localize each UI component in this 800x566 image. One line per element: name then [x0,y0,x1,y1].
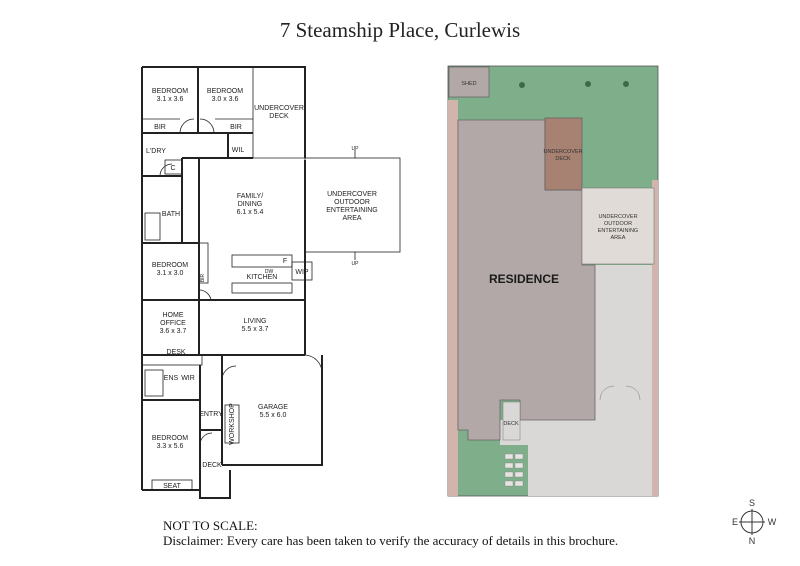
room-desk: DESK [166,349,185,356]
room-deck: DECK [202,462,222,469]
site-entertaining [581,187,655,265]
room-seat: SEAT [163,483,181,490]
stair-up-label-1: UP [352,146,360,152]
room-wip: WIP [295,269,309,276]
room-bedroom-1: BEDROOM [152,88,188,95]
room-garage: GARAGE [258,404,288,411]
site-shed-label: SHED [461,81,476,87]
room-living: LIVING [244,318,267,325]
site-shed [448,66,490,98]
room-bedroom-2-size: 3.0 x 3.6 [212,96,239,103]
room-family-dining-size: 6.1 x 5.4 [237,209,264,216]
room-labels: BEDROOM 3.1 x 3.6 BEDROOM 3.0 x 3.6 UNDE… [146,88,378,490]
site-paving [500,265,652,496]
room-workshop: WORKSHOP [229,403,236,445]
room-ens: ENS [164,375,179,382]
room-family-dining: FAMILY/DINING [237,193,263,208]
site-undercover-deck [544,117,583,191]
room-bath: BATH [162,211,180,218]
room-fridge: F [283,258,287,265]
room-bedroom-4: BEDROOM [152,435,188,442]
room-wil: WIL [232,147,245,154]
room-bir-2: BIR [230,124,242,131]
room-bedroom-3: BEDROOM [152,262,188,269]
site-deck-label: DECK [503,421,519,427]
room-bedroom-1-size: 3.1 x 3.6 [157,96,184,103]
room-bir-3: BIR [200,273,206,282]
compass-s: S [749,498,755,508]
compass-n: N [749,536,756,546]
footer: NOT TO SCALE: Disclaimer: Every care has… [163,518,618,548]
room-bedroom-4-size: 3.3 x 5.6 [157,443,184,450]
disclaimer: Disclaimer: Every care has been taken to… [163,533,619,548]
site-residence-label: RESIDENCE [489,272,559,286]
room-living-size: 5.5 x 3.7 [242,326,269,333]
compass-w: W [768,517,777,527]
room-kitchen: KITCHEN [247,274,278,281]
stair-up-label-2: UP [352,261,360,267]
room-bir-1: BIR [154,124,166,131]
page-title: 7 Steamship Place, Curlewis [279,18,521,42]
compass-e: E [732,517,738,527]
room-dw: DW [265,269,274,275]
room-bedroom-2: BEDROOM [207,88,243,95]
floor-plan [141,66,401,499]
room-garage-size: 5.5 x 6.0 [260,412,287,419]
room-home-office-size: 3.6 x 3.7 [160,328,187,335]
room-entry: ENTRY [199,411,223,418]
not-to-scale: NOT TO SCALE: [163,518,258,533]
room-bedroom-3-size: 3.1 x 3.0 [157,270,184,277]
compass: S W E N [732,498,777,546]
room-wir: WIR [181,375,195,382]
room-laundry: L'DRY [146,148,166,155]
room-c: C [170,165,175,172]
